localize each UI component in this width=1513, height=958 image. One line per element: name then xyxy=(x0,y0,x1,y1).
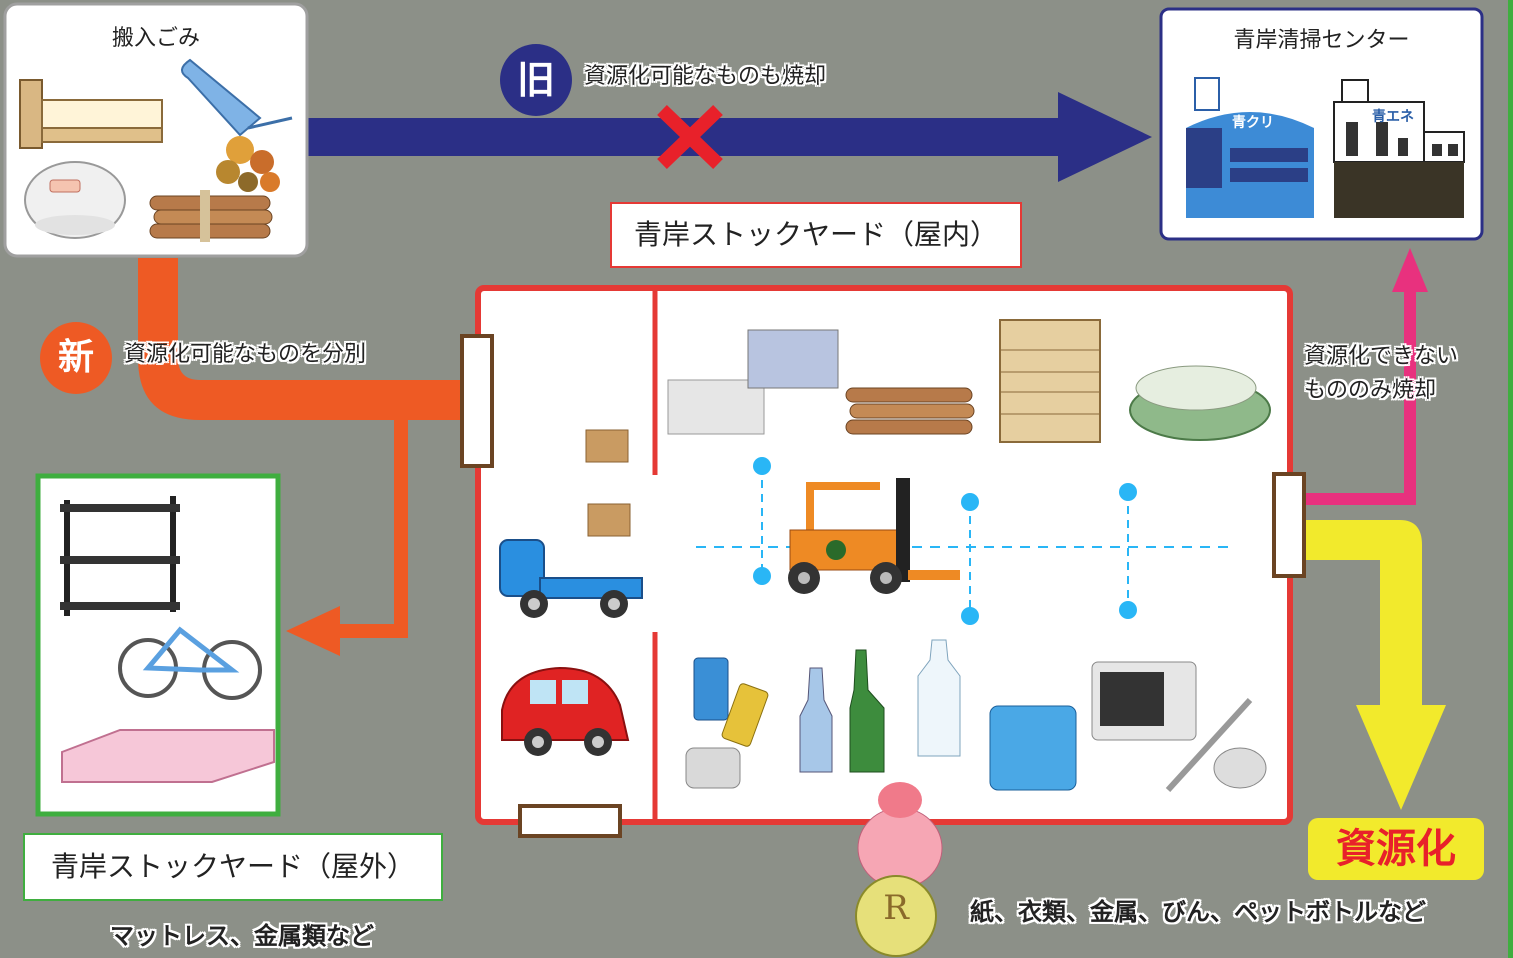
car-icon xyxy=(501,666,630,756)
source-box-title: 搬入ごみ xyxy=(111,26,200,51)
cardboard-box-icon xyxy=(585,429,629,463)
new-route-text: 資源化可能なものを分別 xyxy=(124,342,367,367)
building2-label: 青エネ xyxy=(1372,109,1414,125)
door-right xyxy=(1272,472,1306,578)
forklift-icon xyxy=(788,478,960,594)
outdoor-title-box xyxy=(23,833,443,901)
paper-bundle-icon xyxy=(667,329,839,435)
building-white-icon xyxy=(1333,79,1465,218)
cardboard-box-icon xyxy=(587,503,631,537)
layout-guide xyxy=(696,457,1232,625)
shelf-icon xyxy=(60,496,180,616)
firewood-icon xyxy=(845,387,975,435)
vacuum-icon xyxy=(1165,697,1267,793)
old-route-arrow xyxy=(308,92,1152,182)
leaves-icon xyxy=(216,136,280,192)
incinerate-note: 資源化できない もののみ焼却 xyxy=(1304,340,1458,408)
door-bottom xyxy=(518,804,622,838)
indoor-yard-title: 青岸ストックヤード（屋内） xyxy=(610,202,1022,268)
building-blue-icon xyxy=(1186,77,1314,218)
pet-bottle-icon xyxy=(917,639,961,757)
can-icon xyxy=(685,657,769,789)
building1-label: 青クリ xyxy=(1232,115,1274,131)
cross-icon xyxy=(657,104,723,170)
new-route-badge: 新 xyxy=(40,322,112,394)
truck-icon xyxy=(499,539,643,618)
clothes-bundle-icon xyxy=(1129,365,1271,441)
recycle-caption: 紙、衣類、金属、びん、ペットボトルなど xyxy=(970,898,1426,926)
mascot-badge: R xyxy=(883,888,909,928)
mattress-icon xyxy=(61,729,275,783)
door-left xyxy=(460,334,494,468)
bicycle-icon xyxy=(118,626,262,700)
umbrella-icon xyxy=(181,58,293,137)
center-box-title: 青岸清掃センター xyxy=(1233,28,1410,53)
edge-line xyxy=(1508,0,1513,958)
microwave-icon xyxy=(1091,661,1197,741)
bed-icon xyxy=(19,79,163,149)
old-route-text: 資源化可能なものも焼却 xyxy=(584,64,827,89)
outdoor-yard-title: 青岸ストックヤード（屋外） xyxy=(50,850,415,883)
tank-icon xyxy=(989,705,1077,791)
incinerate-note-line2: もののみ焼却 xyxy=(1304,378,1437,403)
firewood-icon xyxy=(149,190,273,242)
incinerate-note-line1: 資源化できない xyxy=(1304,344,1459,369)
old-route-badge: 旧 xyxy=(500,44,572,116)
recycle-label: 資源化 xyxy=(1308,818,1484,880)
rice-cooker-icon xyxy=(24,161,126,239)
incinerate-arrow xyxy=(1306,248,1428,505)
mascot-icon xyxy=(855,782,943,957)
cabinet-icon xyxy=(999,319,1101,443)
outdoor-yard-caption: マットレス、金属類など xyxy=(110,922,374,950)
recycle-arrow xyxy=(1306,520,1446,810)
bottle-icon xyxy=(799,649,885,773)
